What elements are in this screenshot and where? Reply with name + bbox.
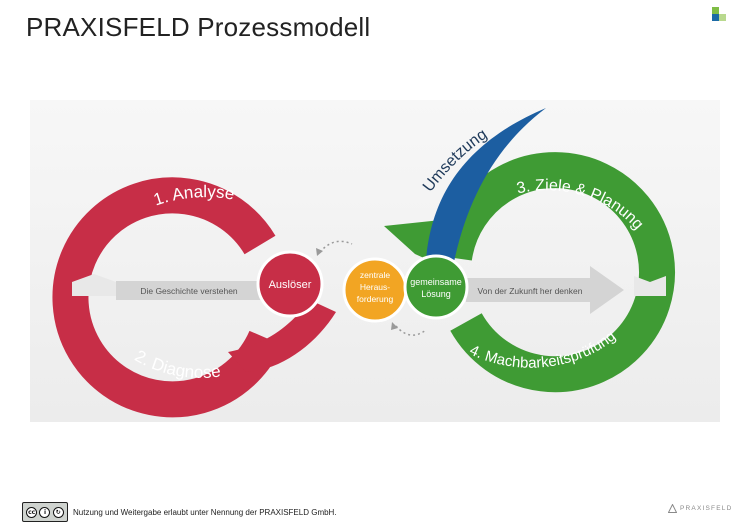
node-loesung <box>403 254 469 320</box>
red-loop-tail <box>228 300 336 372</box>
node-herausforderung-line1: zentrale <box>360 270 391 280</box>
node-ausloeser-label: Auslöser <box>269 279 312 291</box>
by-icon: i <box>39 506 51 518</box>
gray-arrow-right <box>466 266 624 314</box>
process-diagram: Auslöser zentrale Heraus- forderung geme… <box>30 100 720 422</box>
node-loesung-line2: Lösung <box>421 289 451 299</box>
node-ausloeser <box>256 250 324 318</box>
arrow-right-label: Von der Zukunft her denken <box>478 286 583 296</box>
dotted-connector-bottom <box>395 325 427 336</box>
green-loop <box>436 152 675 393</box>
green-loop-notch <box>634 276 666 296</box>
node-loesung-line1: gemeinsame <box>410 277 462 287</box>
cc-icon: cc <box>26 506 38 518</box>
umsetzung-arrow <box>426 108 546 262</box>
process-diagram-panel: Auslöser zentrale Heraus- forderung geme… <box>30 100 720 422</box>
dotted-arrowhead-top <box>316 248 323 256</box>
arrow-left-label: Die Geschichte verstehen <box>140 286 238 296</box>
brand-text: PRAXISFELD <box>680 505 733 512</box>
footer-brand: PRAXISFELD <box>668 504 732 513</box>
red-loop-notch <box>72 274 116 296</box>
sa-icon: ↻ <box>52 506 64 518</box>
red-loop <box>52 177 283 418</box>
page-title: PRAXISFELD Prozessmodell <box>26 12 371 42</box>
dotted-arrowhead-bottom <box>391 322 398 330</box>
license-text: Nutzung und Weitergabe erlaubt unter Nen… <box>73 507 337 517</box>
brand-triangle-icon <box>668 504 677 513</box>
node-herausforderung-line3: forderung <box>357 294 394 304</box>
cc-license-badge[interactable]: cc i ↻ <box>22 502 68 522</box>
gray-arrow-left <box>116 281 262 300</box>
praxisfeld-logo-icon <box>712 7 726 21</box>
node-herausforderung-line2: Heraus- <box>360 282 390 292</box>
footer: cc i ↻ Nutzung und Weitergabe erlaubt un… <box>22 502 337 522</box>
